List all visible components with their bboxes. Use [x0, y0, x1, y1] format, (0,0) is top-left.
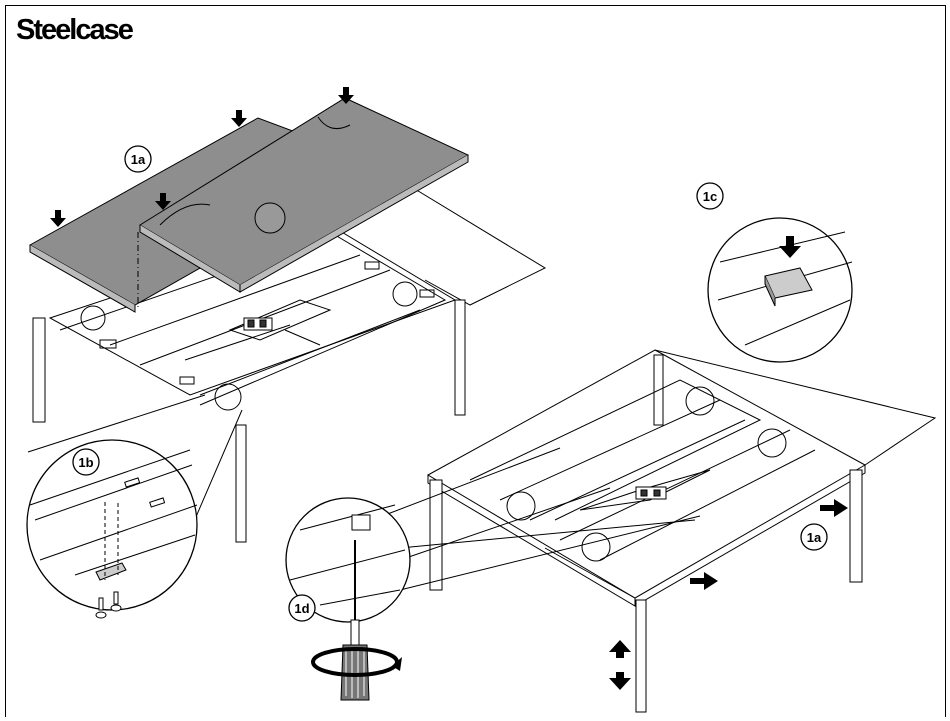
callout-1a-top: 1a — [125, 146, 151, 172]
svg-text:1b: 1b — [78, 455, 93, 470]
svg-text:1a: 1a — [807, 530, 822, 545]
down-arrow-icon — [231, 110, 247, 127]
callout-1a-right: 1a — [801, 524, 827, 550]
left-arrow-icon — [690, 572, 718, 590]
screwdriver-icon — [341, 620, 369, 700]
up-down-arrow-icon — [609, 640, 631, 690]
svg-text:1a: 1a — [131, 152, 146, 167]
detail-1b-magnified: 1b — [27, 395, 242, 618]
down-arrow-icon — [50, 210, 66, 227]
detail-1c-magnified: 1c — [697, 183, 852, 362]
svg-text:1d: 1d — [294, 601, 309, 616]
right-desk-assembly — [428, 350, 935, 712]
left-arrow-icon — [820, 499, 848, 517]
svg-text:1c: 1c — [703, 189, 717, 204]
